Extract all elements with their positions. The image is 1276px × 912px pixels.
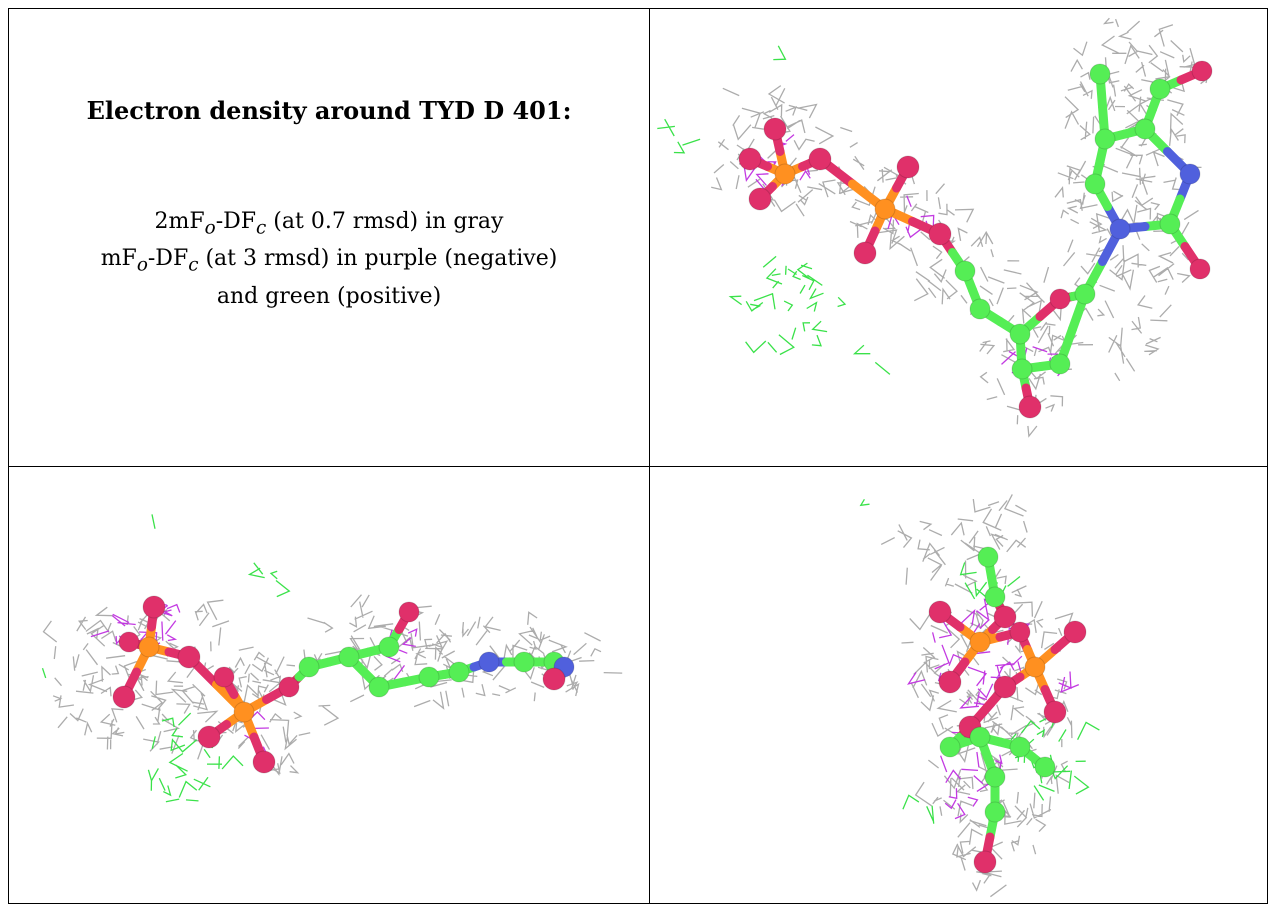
carbon-atom bbox=[1159, 213, 1181, 235]
carbon-atom bbox=[984, 766, 1006, 788]
view-top-right bbox=[650, 9, 1267, 466]
carbon-atom bbox=[1089, 63, 1111, 85]
density-mesh-positive bbox=[657, 45, 891, 375]
density-mesh-positive bbox=[41, 514, 291, 803]
oxygen-atom bbox=[118, 631, 140, 653]
ligand-density-view-2-icon bbox=[41, 514, 623, 803]
oxygen-atom bbox=[1043, 700, 1067, 724]
nitrogen-atom bbox=[478, 651, 500, 673]
phosphorus-atom bbox=[969, 631, 991, 653]
view-bottom-left bbox=[9, 467, 649, 903]
oxygen-atom bbox=[896, 155, 920, 179]
oxygen-atom bbox=[1049, 288, 1071, 310]
carbon-atom bbox=[954, 260, 976, 282]
phosphorus-atom bbox=[138, 636, 160, 658]
caption-cell: Electron density around TYD D 401: 2mFo-… bbox=[9, 9, 649, 466]
grid-divider-vertical bbox=[649, 8, 650, 904]
oxygen-atom bbox=[1189, 258, 1211, 280]
oxygen-atom bbox=[252, 750, 276, 774]
oxygen-atom bbox=[993, 675, 1017, 699]
oxygen-atom bbox=[973, 850, 997, 874]
oxygen-atom bbox=[763, 117, 787, 141]
carbon-atom bbox=[984, 586, 1006, 608]
oxygen-atom bbox=[938, 670, 962, 694]
caption-legend: 2mFo-DFc (at 0.7 rmsd) in gray mFo-DFc (… bbox=[9, 206, 649, 312]
carbon-atom bbox=[1009, 736, 1031, 758]
carbon-atom bbox=[1074, 283, 1096, 305]
oxygen-atom bbox=[213, 666, 235, 688]
carbon-atom bbox=[969, 726, 991, 748]
figure-grid bbox=[8, 8, 1268, 904]
density-mesh-2fofc bbox=[42, 594, 623, 776]
oxygen-atom bbox=[853, 241, 877, 265]
carbon-atom bbox=[977, 546, 999, 568]
carbon-atom bbox=[1011, 358, 1033, 380]
nitrogen-atom bbox=[1179, 163, 1201, 185]
carbon-atom bbox=[448, 661, 470, 683]
carbon-atom bbox=[418, 666, 440, 688]
oxygen-atom bbox=[1009, 621, 1031, 643]
ligand-stick-model bbox=[928, 546, 1087, 874]
oxygen-atom bbox=[542, 667, 566, 691]
ligand-stick-model bbox=[738, 60, 1213, 419]
oxygen-atom bbox=[142, 595, 166, 619]
oxygen-atom bbox=[1191, 60, 1213, 82]
oxygen-atom bbox=[278, 676, 300, 698]
oxygen-atom bbox=[928, 222, 952, 246]
carbon-atom bbox=[1034, 756, 1056, 778]
view-bottom-right bbox=[650, 467, 1267, 903]
phosphorus-atom bbox=[1024, 656, 1046, 678]
carbon-atom bbox=[1149, 78, 1171, 100]
carbon-atom bbox=[984, 801, 1006, 823]
oxygen-atom bbox=[112, 685, 136, 709]
oxygen-atom bbox=[748, 187, 772, 211]
nitrogen-atom bbox=[1109, 218, 1131, 240]
phosphorus-atom bbox=[874, 198, 896, 220]
phosphorus-atom bbox=[233, 701, 255, 723]
oxygen-atom bbox=[1063, 620, 1087, 644]
oxygen-atom bbox=[177, 645, 201, 669]
legend-line-fofc: mFo-DFc (at 3 rmsd) in purple (negative) bbox=[100, 246, 558, 276]
carbon-atom bbox=[368, 676, 390, 698]
oxygen-atom bbox=[993, 605, 1017, 629]
oxygen-atom bbox=[398, 601, 420, 623]
ligand-density-view-3-icon bbox=[859, 494, 1100, 898]
phosphorus-atom bbox=[774, 163, 796, 185]
grid-divider-horizontal bbox=[8, 466, 1268, 467]
carbon-atom bbox=[338, 646, 360, 668]
oxygen-atom bbox=[738, 147, 762, 171]
oxygen-atom bbox=[808, 147, 832, 171]
caption-title: Electron density around TYD D 401: bbox=[86, 96, 572, 125]
ligand-stick-model bbox=[112, 595, 575, 774]
carbon-atom bbox=[298, 656, 320, 678]
carbon-atom bbox=[1009, 323, 1031, 345]
carbon-atom bbox=[1134, 118, 1156, 140]
oxygen-atom bbox=[197, 725, 221, 749]
legend-line-colors: and green (positive) bbox=[216, 283, 442, 309]
carbon-atom bbox=[1084, 173, 1106, 195]
oxygen-atom bbox=[1018, 395, 1042, 419]
ligand-density-view-1-icon bbox=[657, 17, 1213, 438]
carbon-atom bbox=[513, 651, 535, 673]
legend-line-2fofc: 2mFo-DFc (at 0.7 rmsd) in gray bbox=[154, 209, 504, 239]
carbon-atom bbox=[1094, 128, 1116, 150]
carbon-atom bbox=[378, 636, 400, 658]
carbon-atom bbox=[939, 736, 961, 758]
carbon-atom bbox=[1049, 353, 1071, 375]
carbon-atom bbox=[969, 298, 991, 320]
oxygen-atom bbox=[928, 600, 952, 624]
